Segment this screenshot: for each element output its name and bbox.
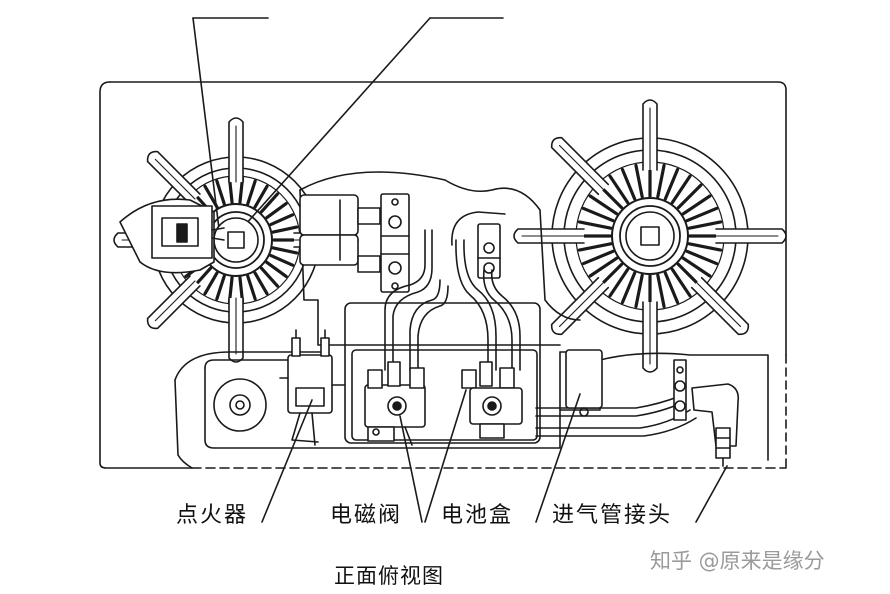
upper-valve-left [299, 193, 410, 293]
igniter-icon [279, 329, 346, 446]
igniter-label: 点火器 [176, 503, 249, 528]
right-burner-icon [513, 99, 787, 373]
battery-box-label: 电池盒 [441, 503, 514, 528]
gas-inlet-connector-icon [673, 359, 740, 467]
figure-caption: 正面俯视图 [334, 564, 444, 588]
bottom-leader-lines [261, 389, 728, 523]
right-pan-supports [513, 99, 787, 373]
upper-valve-right [451, 211, 506, 279]
solenoid-valve-label: 电磁阀 [330, 503, 403, 528]
solenoid-valve-icon [364, 361, 523, 446]
igniter-bracket [119, 198, 225, 274]
stove-outline [99, 81, 787, 469]
battery-box-icon [565, 349, 603, 417]
gas-inlet-connector-label: 进气管接头 [552, 503, 673, 528]
knob-icon [213, 378, 267, 432]
watermark: 知乎 @原来是缘分 [650, 549, 825, 573]
